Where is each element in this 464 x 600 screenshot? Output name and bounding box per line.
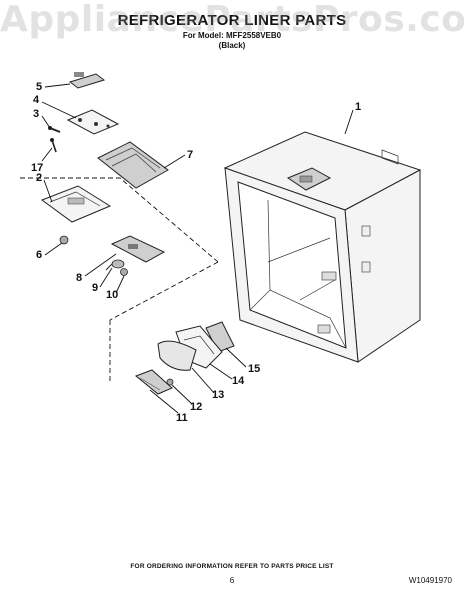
- page-number: 6: [229, 576, 235, 585]
- part-2: [40, 185, 112, 223]
- leader-lines: [41, 83, 354, 414]
- ordering-note: FOR ORDERING INFORMATION REFER TO PARTS …: [130, 563, 334, 570]
- part-5: [68, 72, 106, 89]
- callout-9: 9: [92, 282, 98, 294]
- part-17: [50, 138, 57, 153]
- callout-2: 2: [36, 172, 42, 184]
- document-number: W10491970: [408, 576, 452, 585]
- callout-13: 13: [212, 389, 224, 401]
- model-line: For Model: MFF2558VEB0: [182, 31, 282, 40]
- callout-7: 7: [187, 149, 193, 161]
- part-10: [120, 268, 128, 276]
- color-line: (Black): [218, 41, 246, 50]
- callout-14: 14: [232, 375, 245, 387]
- callout-8: 8: [76, 272, 82, 284]
- part-7: [97, 141, 169, 189]
- callout-4: 4: [33, 94, 40, 106]
- callout-10: 10: [106, 289, 118, 301]
- callout-15: 15: [248, 363, 260, 375]
- part-9: [105, 259, 125, 271]
- page-title: REFRIGERATOR LINER PARTS: [117, 12, 347, 29]
- part-13: [157, 340, 197, 371]
- callout-17: 17: [31, 162, 43, 174]
- callout-labels: 1 2 3 4 5 6 7 8 9 10 11 12 13 14 15 17: [31, 81, 361, 424]
- group-dashed-lines: [20, 177, 219, 382]
- part-6: [59, 235, 69, 245]
- liner-part-1: [223, 131, 422, 363]
- part-4: [66, 109, 120, 135]
- part-12: [166, 378, 174, 386]
- callout-11: 11: [176, 412, 188, 424]
- callout-12: 12: [190, 401, 202, 413]
- callout-6: 6: [36, 249, 42, 261]
- callout-1: 1: [355, 101, 361, 113]
- part-8: [110, 235, 166, 263]
- callout-3: 3: [33, 108, 39, 120]
- part-11: [135, 369, 173, 395]
- callout-5: 5: [36, 81, 42, 93]
